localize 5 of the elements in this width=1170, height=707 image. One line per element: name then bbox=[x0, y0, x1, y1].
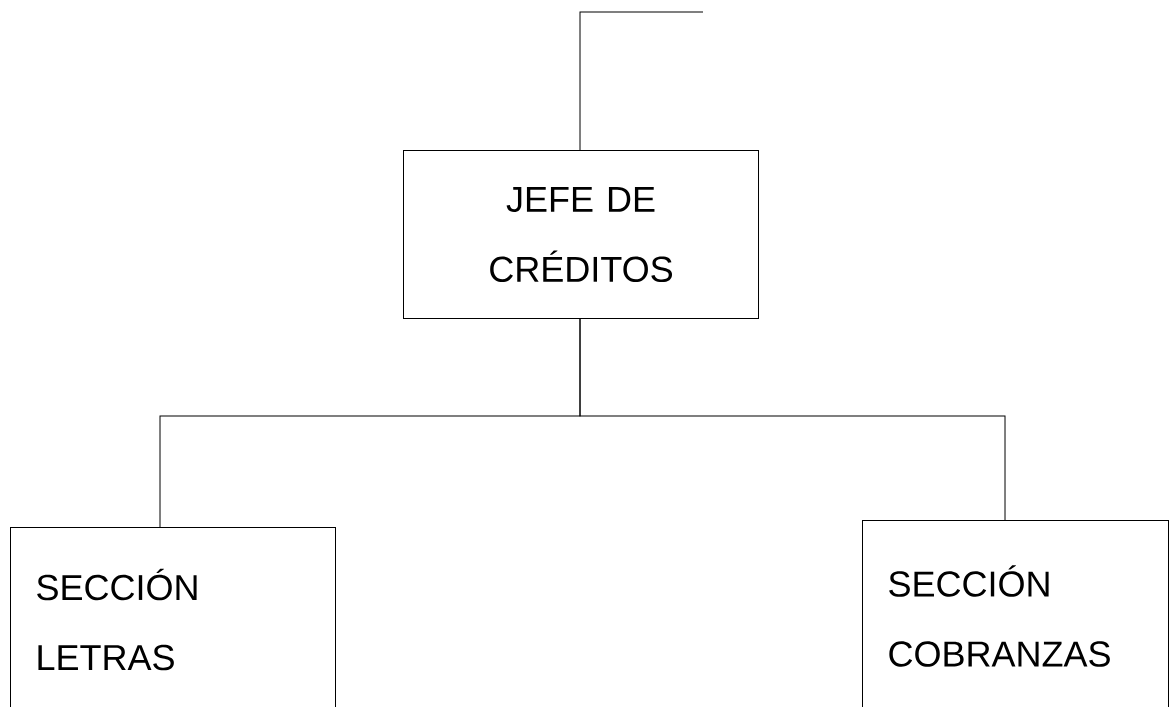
connector-line bbox=[579, 318, 1006, 521]
org-box: SECCIÓN LETRAS bbox=[10, 527, 336, 707]
org-box: SECCIÓN COBRANZAS bbox=[862, 520, 1169, 707]
org-box: JEFE DE CRÉDITOS bbox=[403, 150, 759, 319]
connector-line bbox=[579, 11, 704, 151]
